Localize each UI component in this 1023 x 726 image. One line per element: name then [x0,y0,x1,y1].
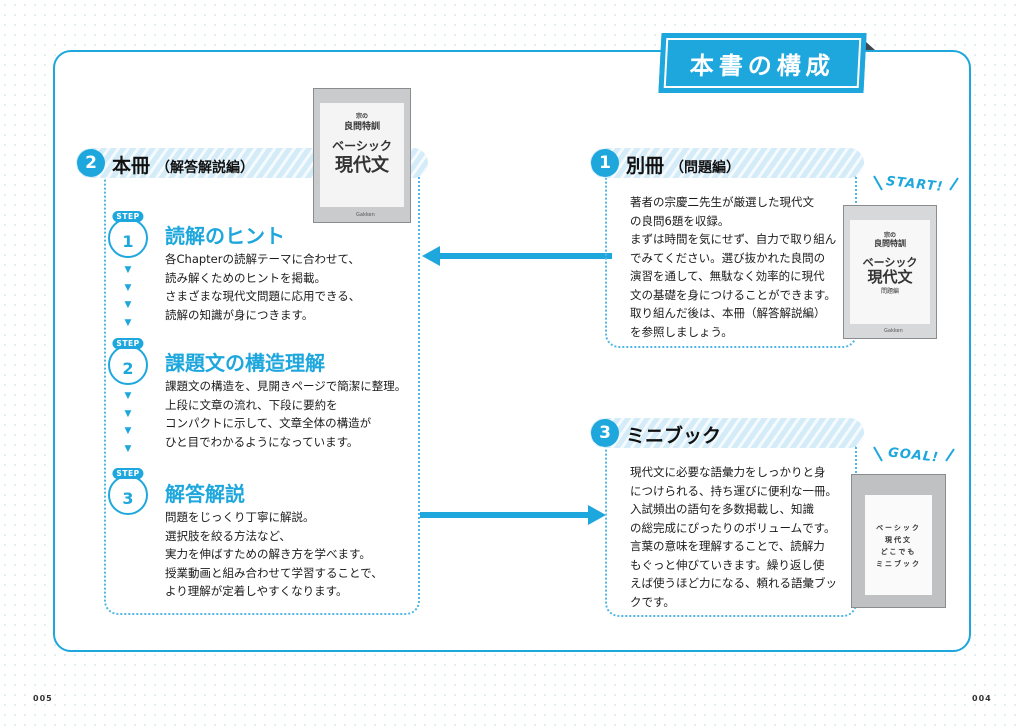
step2-label: STEP [112,338,144,349]
step3-badge: STEP 3 [108,468,148,515]
bessatsu-book-line5: 問題編 [880,288,899,295]
step3-title: 解答解説 [165,482,245,506]
section1-number: 1 [591,149,619,177]
mini-book-cover: ベーシック 現代文 どこでも ミニブック [851,474,946,608]
step3-text: 問題をじっくり丁寧に解説。 選択肢を絞る方法など、 実力を伸ばすための解き方を学… [165,510,383,598]
mini-book-line2: 現代文 [885,536,912,544]
main-book-publisher: Gakken [356,212,375,218]
mini-book-line3: どこでも [880,548,917,556]
step2-badge: STEP 2 [108,338,148,385]
section3-text: 現代文に必要な語彙力をしっかりと身 につけられる、持ち運びに便利な一冊。 入試頻… [630,465,837,609]
section1-header: 1 別冊（問題編） [590,148,864,178]
section1-title: 別冊（問題編） [626,155,741,177]
step1-badge: STEP 1 [108,211,148,258]
step2-text: 課題文の構造を、見開きページで簡潔に整理。 上段に文章の流れ、下段に要約を コン… [165,379,407,449]
page-number-right: 004 [972,694,992,703]
section3-number: 3 [591,419,619,447]
section1-text: 著者の宗慶二先生が厳選した現代文 の良問6題を収録。 まずは時間を気にせず、自力… [630,195,837,339]
step2-down-arrows: ▼▼▼▼ [124,391,132,454]
section2-number: 2 [77,149,105,177]
section1-subtitle: （問題編） [670,160,741,176]
step1-label: STEP [112,211,144,222]
bessatsu-book-line4: 現代文 [867,268,913,286]
step1-number: 1 [122,232,134,251]
section2-title: 本冊（解答解説編） [112,155,255,177]
bessatsu-book-cover: 宗の 良問特訓 ベーシック 現代文 問題編 Gakken [843,205,937,339]
bessatsu-book-line1: 宗の [883,232,896,239]
step3-number: 3 [122,489,134,508]
main-book-line1: 宗の [355,113,368,120]
mini-book-line4: ミニブック [876,560,921,568]
step1-title: 読解のヒント [165,224,285,248]
page-title-box: 本書の構成 [658,33,867,93]
step2-number: 2 [122,359,134,378]
start-tag: START! [870,172,960,202]
main-book-line2: 良問特訓 [343,122,380,132]
arrow-to-mini-book [420,505,606,525]
page-title: 本書の構成 [689,51,836,80]
section2-subtitle: （解答解説編） [156,160,255,176]
bessatsu-book-line2: 良問特訓 [874,239,906,248]
section2-box [104,175,420,615]
step3-label: STEP [112,468,144,479]
section3-header: 3 ミニブック [590,418,864,448]
bessatsu-book-publisher: Gakken [884,328,903,334]
step1-down-arrows: ▼▼▼▼ [124,265,132,328]
goal-tag: GOAL! [870,443,960,473]
mini-book-line1: ベーシック [876,524,921,532]
section3-title: ミニブック [626,425,722,447]
main-book-line3: ベーシック [332,139,392,153]
bessatsu-book-line3: ベーシック [862,256,918,269]
main-book-cover: 宗の 良問特訓 ベーシック 現代文 Gakken [313,88,411,223]
page-number-left: 005 [33,694,53,703]
main-book-line4: 現代文 [335,155,389,176]
arrow-to-main-book [422,246,612,266]
step2-title: 課題文の構造理解 [165,351,325,375]
step1-text: 各Chapterの読解テーマに合わせて、 読み解くためのヒントを掲載。 さまざま… [165,252,361,322]
